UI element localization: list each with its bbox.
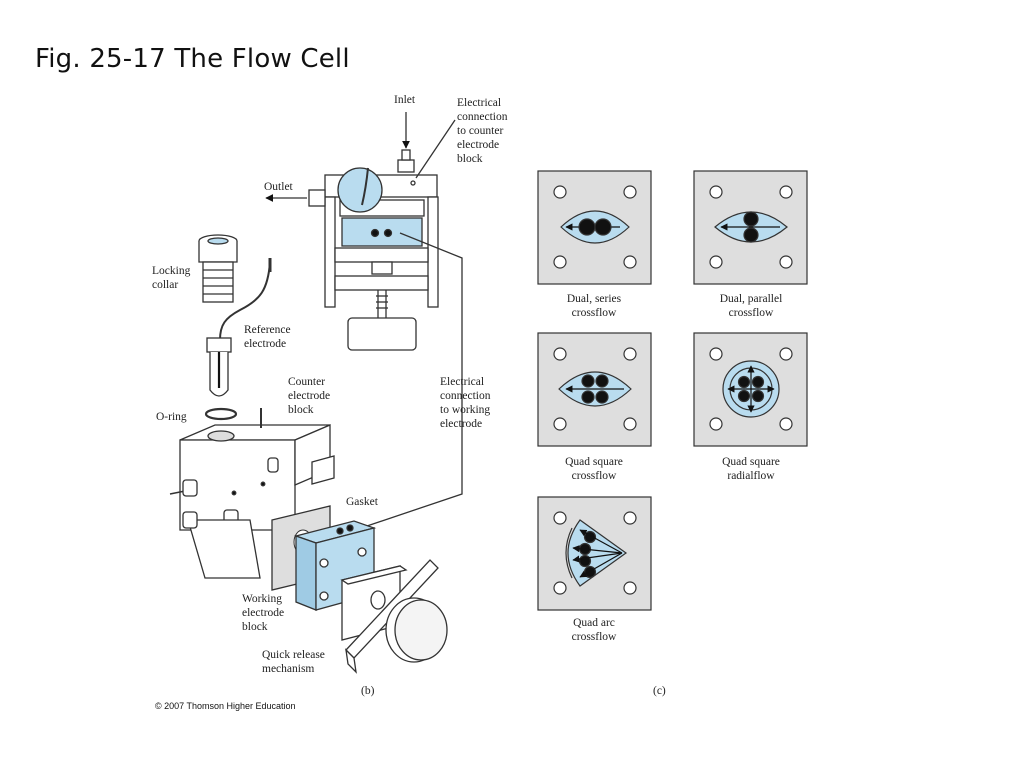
assembled-cell — [308, 149, 439, 351]
label-electrical-working-4: electrode — [440, 418, 482, 430]
part-b-labels: Inlet Electrical connection to counter e… — [152, 94, 508, 711]
slide-title: Fig. 25-17 The Flow Cell — [35, 44, 350, 74]
label-outlet: Outlet — [264, 181, 294, 193]
part-c-captions: Dual, series crossflow Dual, parallel cr… — [565, 293, 782, 697]
copyright-text: © 2007 Thomson Higher Education — [155, 701, 296, 711]
o-ring — [204, 407, 238, 421]
label-electrical-working-1: Electrical — [440, 376, 484, 388]
label-reference-electrode-2: electrode — [244, 338, 286, 350]
part-b-diagram — [169, 112, 463, 674]
label-reference-electrode-1: Reference — [244, 324, 291, 336]
caption-dual-parallel-1: Dual, parallel — [720, 293, 783, 305]
label-electrical-counter-2: connection — [457, 111, 508, 123]
caption-quad-square-crossflow-1: Quad square — [565, 456, 623, 468]
label-electrical-counter-1: Electrical — [457, 97, 501, 109]
label-counter-block-2: electrode — [288, 390, 330, 402]
config-dual-parallel — [693, 170, 808, 285]
caption-quad-square-radialflow-1: Quad square — [722, 456, 780, 468]
label-locking-collar-1: Locking — [152, 265, 191, 277]
label-quick-release-1: Quick release — [262, 649, 325, 661]
label-working-block-2: electrode — [242, 607, 284, 619]
config-quad-square-crossflow — [537, 332, 652, 447]
working-electrode-block — [293, 520, 377, 611]
label-electrical-counter-4: electrode — [457, 139, 499, 151]
cell-right-post — [427, 196, 439, 308]
label-electrical-working-3: to working — [440, 404, 490, 416]
caption-dual-series-1: Dual, series — [567, 293, 622, 305]
caption-quad-arc-1: Quad arc — [573, 617, 615, 629]
label-inlet: Inlet — [394, 94, 416, 106]
caption-quad-square-radialflow-2: radialflow — [727, 470, 775, 482]
cell-left-post — [324, 196, 336, 308]
reference-port — [337, 167, 383, 213]
panel-label-c: (c) — [653, 685, 666, 697]
caption-quad-square-crossflow-2: crossflow — [572, 470, 617, 482]
leader-working-connection — [363, 232, 463, 528]
label-counter-block-1: Counter — [288, 376, 325, 388]
config-dual-series — [537, 170, 652, 285]
label-electrical-working-2: connection — [440, 390, 491, 402]
part-c-diagram — [537, 170, 808, 611]
label-working-block-1: Working — [242, 593, 282, 605]
label-gasket: Gasket — [346, 496, 379, 508]
leader-counter-connection — [415, 119, 456, 179]
caption-dual-parallel-2: crossflow — [729, 307, 774, 319]
config-quad-arc — [537, 496, 652, 611]
quick-release-mechanism — [340, 559, 448, 674]
label-o-ring: O-ring — [156, 411, 187, 423]
config-quad-square-radialflow — [693, 332, 808, 447]
label-working-block-3: block — [242, 621, 268, 633]
label-electrical-counter-5: block — [457, 153, 483, 165]
label-quick-release-2: mechanism — [262, 663, 314, 675]
cell-electrode-window — [341, 217, 423, 247]
inlet-fitting — [397, 159, 415, 173]
caption-dual-series-2: crossflow — [572, 307, 617, 319]
panel-label-b: (b) — [361, 685, 375, 697]
label-locking-collar-2: collar — [152, 279, 178, 291]
label-electrical-counter-3: to counter — [457, 125, 503, 137]
locking-collar — [198, 234, 238, 303]
caption-quad-arc-2: crossflow — [572, 631, 617, 643]
label-counter-block-3: block — [288, 404, 314, 416]
counter-electrode-block — [169, 408, 335, 579]
reference-electrode — [206, 258, 272, 397]
cell-knob — [347, 317, 417, 351]
outlet-fitting — [308, 189, 326, 207]
